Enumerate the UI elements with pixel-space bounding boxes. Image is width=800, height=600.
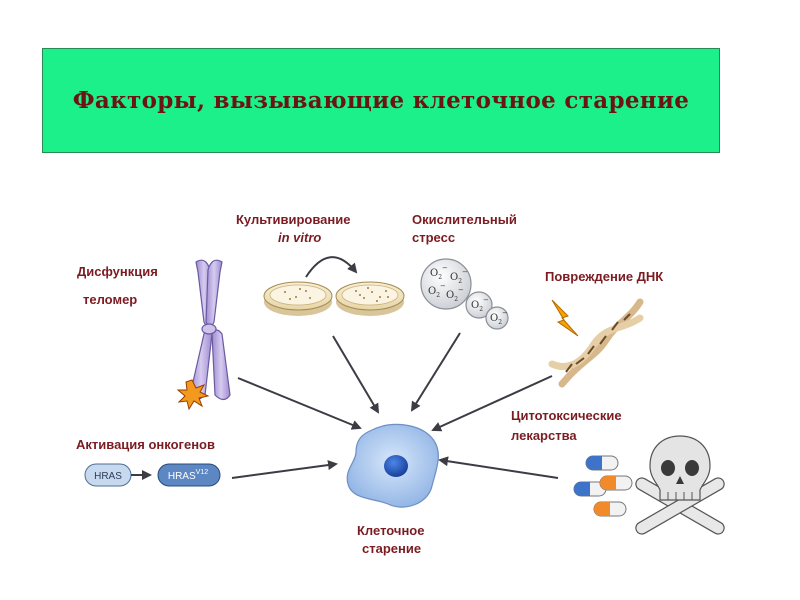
radical-sup: − bbox=[440, 282, 446, 290]
radical-sub: 2 bbox=[454, 296, 458, 303]
hras-badge: HRAS bbox=[84, 463, 132, 487]
arrow-culture-curve bbox=[305, 256, 358, 278]
label-culture-line2: in vitro bbox=[278, 230, 322, 245]
label-culture-line1: Культивирование bbox=[236, 212, 351, 227]
label-oxidative-line1: Окислительный bbox=[412, 212, 517, 227]
radical-sup: − bbox=[462, 268, 468, 276]
arrow-dna bbox=[431, 375, 553, 432]
hras-v12-sup: V12 bbox=[196, 469, 209, 476]
label-cytotoxic-line1: Цитотоксические bbox=[511, 408, 622, 423]
capsule-icon bbox=[585, 455, 619, 471]
svg-text:O2−: O2− bbox=[450, 268, 468, 285]
arrow-oxidative bbox=[410, 332, 461, 412]
radical-sup: − bbox=[483, 296, 489, 304]
radical-label: O bbox=[446, 290, 454, 301]
radical-sub: 2 bbox=[438, 274, 442, 281]
radical-sup: − bbox=[458, 286, 464, 294]
radical-label: O bbox=[471, 300, 479, 311]
petri-dish-icon bbox=[263, 281, 333, 316]
arrow-telomere bbox=[237, 377, 362, 430]
radical-label: O bbox=[490, 313, 498, 324]
radical-sup: − bbox=[442, 264, 448, 272]
hras-label: HRAS bbox=[94, 471, 122, 482]
label-senescence-line2: старение bbox=[362, 541, 422, 556]
label-dna-damage: Повреждение ДНК bbox=[545, 269, 664, 284]
svg-text:O2−: O2− bbox=[428, 282, 446, 299]
label-oncogene: Активация онкогенов bbox=[76, 437, 215, 452]
label-telomere-line2: теломер bbox=[83, 292, 138, 307]
svg-text:HRASV12: HRASV12 bbox=[168, 469, 208, 482]
svg-text:O2−: O2− bbox=[490, 309, 508, 326]
svg-text:O2−: O2− bbox=[471, 296, 489, 313]
radical-label: O bbox=[428, 286, 436, 297]
chromosome-icon bbox=[189, 259, 231, 401]
label-telomere-line1: Дисфункция bbox=[77, 264, 158, 279]
radical-sub: 2 bbox=[436, 292, 440, 299]
svg-text:O2−: O2− bbox=[430, 264, 448, 281]
arrow-culture bbox=[332, 335, 380, 414]
telomere-damage-icon bbox=[176, 379, 210, 411]
radical-sub: 2 bbox=[458, 278, 462, 285]
radical-sup: − bbox=[502, 309, 508, 317]
radical-label: O bbox=[450, 272, 458, 283]
svg-text:O2−: O2− bbox=[446, 286, 464, 303]
skull-crossbones-icon bbox=[635, 435, 725, 535]
title-banner: Факторы, вызывающие клеточное старение bbox=[42, 48, 720, 153]
dna-helix-icon bbox=[548, 298, 644, 388]
radical-label: O bbox=[430, 268, 438, 279]
arrow-cytotoxic bbox=[438, 456, 559, 479]
radical-sub: 2 bbox=[498, 319, 502, 326]
page-title: Факторы, вызывающие клеточное старение bbox=[72, 87, 690, 114]
label-cytotoxic-line2: лекарства bbox=[511, 428, 577, 443]
hras-v12-badge: HRASV12 bbox=[157, 463, 221, 487]
oxygen-radicals-icon: O2− O2− O2− O2− O2− O2− bbox=[420, 258, 509, 330]
arrows bbox=[231, 256, 559, 479]
capsule-icon bbox=[599, 475, 633, 491]
radical-sub: 2 bbox=[479, 306, 483, 313]
senescent-cell-icon bbox=[346, 423, 439, 508]
label-culture-line2-wrap: in vitro bbox=[278, 228, 321, 248]
label-senescence-line1: Клеточное bbox=[357, 523, 425, 538]
hras-v12-label: HRAS bbox=[168, 471, 196, 482]
label-oxidative-line2: стресс bbox=[412, 230, 456, 245]
capsule-icon bbox=[593, 501, 627, 517]
arrow-oncogene bbox=[231, 460, 338, 479]
petri-dish-icon bbox=[335, 281, 405, 316]
